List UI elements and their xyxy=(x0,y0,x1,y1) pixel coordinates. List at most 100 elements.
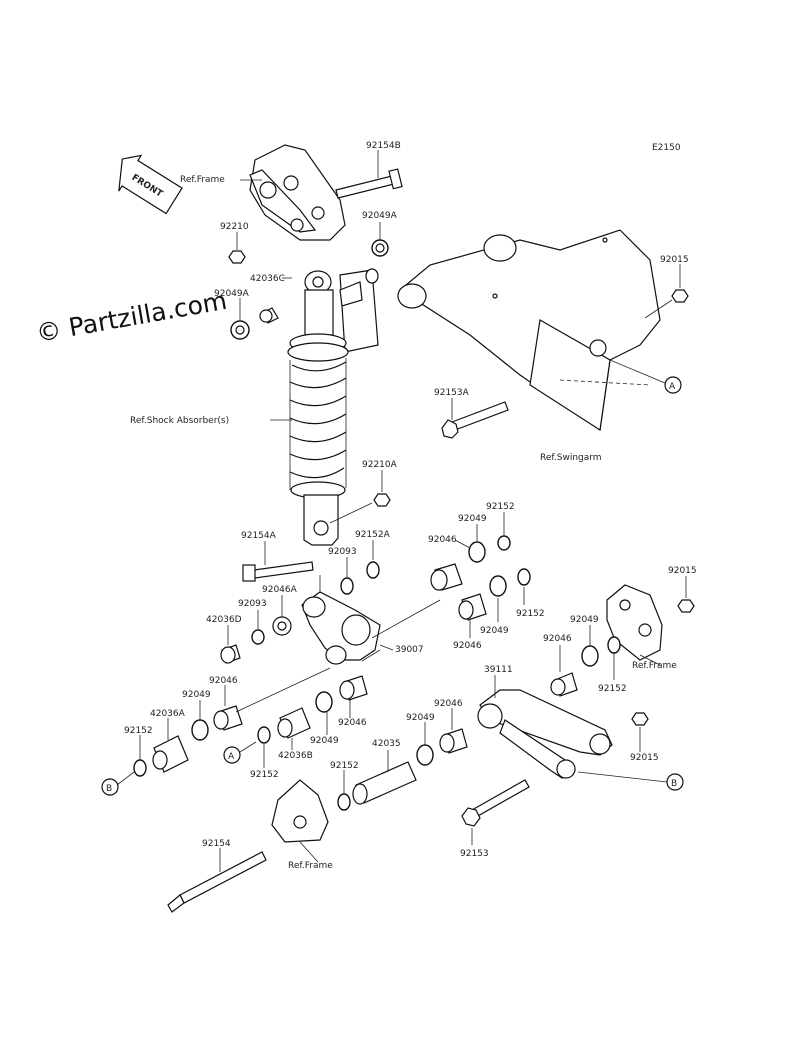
callout-92152-mid: 92152 xyxy=(516,609,545,619)
collar-42035 xyxy=(352,761,417,805)
callout-92049A-left: 92049A xyxy=(214,289,250,299)
watermark-text: © Partzilla.com xyxy=(34,286,229,348)
bearing-92046-bottom xyxy=(439,728,468,754)
seal-92093-left xyxy=(251,629,265,645)
washer-92152A xyxy=(366,561,380,579)
washer-92152-lower xyxy=(257,726,271,744)
callout-42036C: 42036C xyxy=(250,274,285,284)
callout-92152-lower: 92152 xyxy=(250,770,279,780)
frame-bracket-lower xyxy=(271,779,329,843)
callout-92152-right: 92152 xyxy=(598,684,627,694)
callout-92153A: 92153A xyxy=(434,388,470,398)
callout-92046-lower: 92046 xyxy=(338,718,367,728)
bolt-92154A xyxy=(242,561,314,582)
bearing-92046-mid xyxy=(458,593,487,621)
ref-frame-right: Ref.Frame xyxy=(632,661,677,671)
washer-92152-mid xyxy=(517,568,531,586)
callout-92046A: 92046A xyxy=(262,585,298,595)
ref-swingarm: Ref.Swingarm xyxy=(540,453,602,463)
marker-b-right: B xyxy=(666,773,684,791)
nut-92015-top xyxy=(671,289,689,303)
callout-42036D: 42036D xyxy=(206,615,242,625)
shock-absorber xyxy=(287,268,379,546)
callout-92093-right: 92093 xyxy=(328,547,357,557)
washer-92152-right xyxy=(607,636,621,654)
collar-42036C xyxy=(259,307,279,324)
tie-rod-39111 xyxy=(477,689,613,779)
callout-92049-lower: 92049 xyxy=(310,736,339,746)
washer-92152-bottom xyxy=(337,793,351,811)
seal-92049-left xyxy=(191,719,209,741)
bearing-92046-left xyxy=(213,705,243,731)
callout-92210: 92210 xyxy=(220,222,249,232)
bolt-92154B xyxy=(335,168,403,199)
callout-92093-left: 92093 xyxy=(238,599,267,609)
callout-92154A: 92154A xyxy=(241,531,277,541)
seal-92049A-left xyxy=(230,320,250,340)
bolt-92153A xyxy=(441,401,509,439)
bearing-92046-lower xyxy=(339,675,368,701)
seal-92049-upper xyxy=(468,541,486,563)
marker-b-right-label: B xyxy=(671,779,677,789)
callout-92046-mid: 92046 xyxy=(453,641,482,651)
callout-92049-left: 92049 xyxy=(182,690,211,700)
seal-92049-bottom xyxy=(416,744,434,766)
callout-92015-top: 92015 xyxy=(660,255,689,265)
callout-92154: 92154 xyxy=(202,839,231,849)
washer-92152-upper xyxy=(497,535,511,551)
frame-bracket-upper xyxy=(249,144,346,241)
callout-92152-upper: 92152 xyxy=(486,502,515,512)
marker-a-right-label: A xyxy=(669,382,676,392)
callout-92049A-top: 92049A xyxy=(362,211,398,221)
seal-92049-mid xyxy=(489,575,507,597)
front-arrow-icon: FRONT xyxy=(118,154,183,215)
watermark: © Partzilla.com xyxy=(34,286,229,348)
callout-92210A: 92210A xyxy=(362,460,398,470)
callout-92049-mid: 92049 xyxy=(480,626,509,636)
callout-39111: 39111 xyxy=(484,665,513,675)
callout-39007: 39007 xyxy=(395,645,424,655)
callout-92152-bottom: 92152 xyxy=(330,761,359,771)
callout-92046-upper: 92046 xyxy=(428,535,457,545)
marker-a-right: A xyxy=(664,376,682,394)
seal-92049-right xyxy=(581,645,599,667)
bolt-92153 xyxy=(461,779,530,827)
callout-42036A: 42036A xyxy=(150,709,186,719)
nut-92210 xyxy=(228,250,246,264)
marker-b-left: B xyxy=(101,778,119,796)
seal-92049-lower xyxy=(315,691,333,713)
ref-frame-bottom: Ref.Frame xyxy=(288,861,333,871)
callout-92049-bottom: 92049 xyxy=(406,713,435,723)
collar-42036D xyxy=(220,644,241,664)
bolt-92154 xyxy=(167,851,267,913)
callout-92046-right: 92046 xyxy=(543,634,572,644)
marker-a-left: A xyxy=(223,746,241,764)
collar-42036A xyxy=(152,735,189,773)
bearing-92046-right xyxy=(550,672,578,697)
bearing-92046A xyxy=(272,616,292,636)
marker-a-left-label: A xyxy=(228,752,235,762)
callout-92153: 92153 xyxy=(460,849,489,859)
diagram-code: E2150 xyxy=(652,143,681,153)
ref-frame-top: Ref.Frame xyxy=(180,175,225,185)
nut-92015-right xyxy=(677,599,695,613)
rocker-arm-39007 xyxy=(301,591,381,665)
callout-92046-bottom: 92046 xyxy=(434,699,463,709)
callout-92152-left: 92152 xyxy=(124,726,153,736)
callout-42036B: 42036B xyxy=(278,751,313,761)
washer-92152-left xyxy=(133,759,147,777)
swingarm xyxy=(397,229,661,432)
callout-92152A: 92152A xyxy=(355,530,391,540)
nut-92015-bottom xyxy=(631,712,649,726)
ref-shock-absorber: Ref.Shock Absorber(s) xyxy=(130,416,229,426)
seal-92049A-top xyxy=(371,239,389,257)
seal-92093-right xyxy=(340,577,354,595)
callout-92049-upper: 92049 xyxy=(458,514,487,524)
callout-42035: 42035 xyxy=(372,739,401,749)
marker-b-left-label: B xyxy=(106,784,112,794)
callout-92015-bottom: 92015 xyxy=(630,753,659,763)
frame-bracket-right xyxy=(606,584,663,661)
callout-92046-left: 92046 xyxy=(209,676,238,686)
collar-42036B xyxy=(277,707,311,739)
